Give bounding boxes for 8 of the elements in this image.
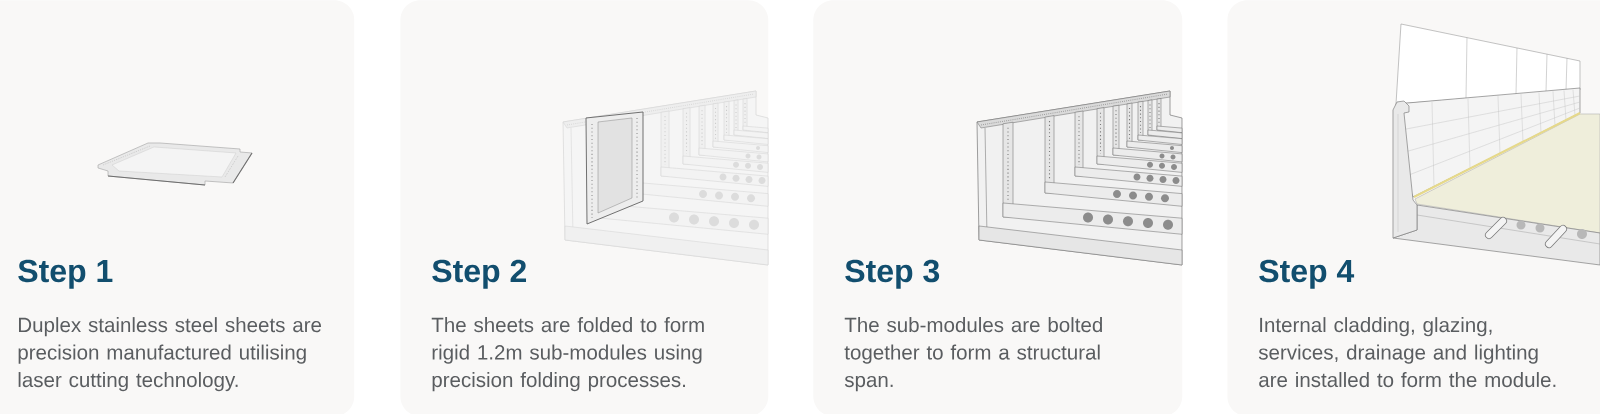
step-description: Internal cladding, glazing, services, drainage and lighting are installed to form the module.: [1258, 317, 1556, 388]
step-heading: Step 4: [1259, 259, 1355, 289]
step-description: The sheets are folded to form rigid 1.2m sub-modules using precision folding processes.: [431, 317, 704, 392]
step-heading: Step 3: [845, 259, 940, 289]
step-heading: Step 2: [432, 259, 526, 289]
step-description: Duplex stainless steel sheets are precision manufactured utilising laser cutting technology.: [18, 317, 322, 392]
step-heading: Step 1: [18, 259, 113, 289]
step-description: The sub-modules are bolted together to form a structural span.: [844, 317, 1102, 392]
